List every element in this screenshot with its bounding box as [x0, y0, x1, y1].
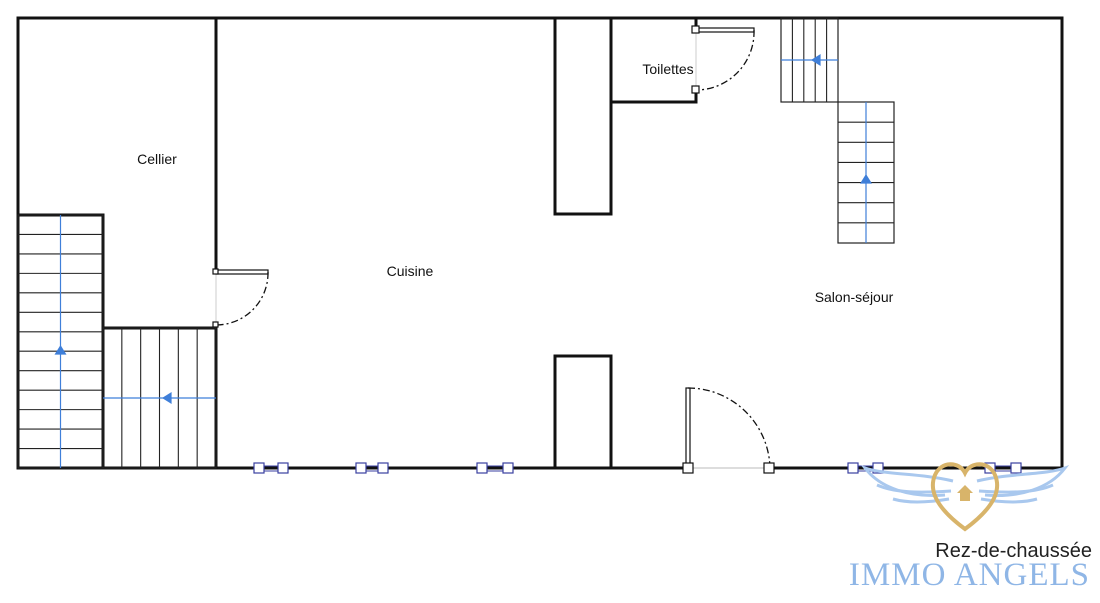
window-3 — [476, 462, 514, 474]
room-label-cuisine: Cuisine — [387, 263, 434, 279]
windows — [253, 462, 1022, 474]
staircase-bottom-left — [102, 327, 217, 469]
arrow-icon — [54, 345, 67, 355]
door-toilettes — [691, 25, 755, 94]
window-2 — [355, 462, 389, 474]
arrow-icon — [162, 392, 172, 404]
brand-logo — [860, 462, 1070, 532]
interior-walls — [16, 16, 698, 470]
room-label-salon: Salon-séjour — [815, 289, 894, 305]
door-entrance — [682, 387, 775, 474]
brand-name: IMMO ANGELS — [848, 557, 1090, 593]
arrow-icon — [811, 54, 821, 66]
wings-icon — [860, 464, 1070, 504]
arrow-icon — [860, 174, 872, 184]
floor-caption: Rez-de-chaussée — [935, 540, 1092, 562]
staircase-right — [837, 101, 895, 244]
window-1 — [253, 462, 289, 474]
room-label-toilettes: Toilettes — [642, 61, 693, 77]
outer-walls — [16, 16, 1064, 470]
house-icon — [957, 485, 973, 501]
staircase-top-right — [780, 17, 839, 103]
room-label-cellier: Cellier — [137, 151, 177, 167]
heart-icon — [930, 462, 1000, 532]
staircase-left — [17, 214, 104, 469]
door-cellier — [212, 268, 269, 328]
